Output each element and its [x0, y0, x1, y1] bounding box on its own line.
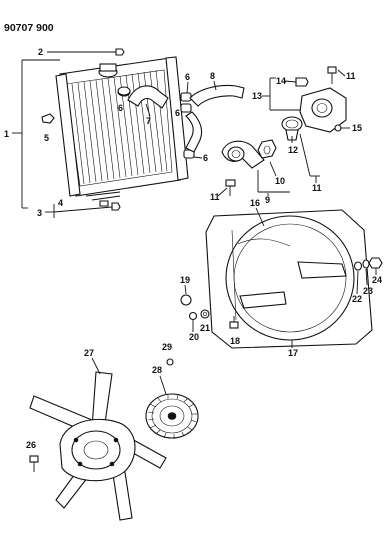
callout-6d: 6: [203, 153, 208, 163]
clutch-nut: [166, 358, 174, 366]
callout-20: 19: [180, 275, 190, 285]
callout-28: 28: [152, 365, 162, 375]
callout-26: 26: [26, 440, 36, 450]
callout-11: 11: [210, 192, 220, 202]
temperature-sensor: [295, 77, 309, 87]
callout-21: 20: [189, 332, 199, 342]
callout-8: 8: [210, 71, 215, 81]
callout-23: 22: [352, 294, 362, 304]
grommet: [200, 309, 210, 319]
fan-clutch: [145, 393, 199, 439]
callout-29: 29: [162, 342, 172, 352]
callout-10: 10: [275, 176, 285, 186]
drain-plug: [41, 113, 55, 124]
callout-19: 18: [230, 336, 240, 346]
callout-15: 14: [276, 76, 286, 86]
callout-16: 15: [352, 123, 362, 133]
callout-13: 12: [288, 145, 298, 155]
nut-25: [368, 257, 383, 269]
bolt: [225, 179, 236, 196]
bolt-top: [327, 66, 337, 84]
callout-4: 4: [58, 198, 63, 208]
fan-shroud: [205, 209, 373, 349]
water-outlet: [221, 140, 265, 169]
thermostat-housing: [299, 87, 347, 133]
lower-hose: [185, 111, 203, 153]
callout-22: 21: [200, 323, 210, 333]
callout-6c: 6: [175, 108, 180, 118]
radiator-hose: [189, 84, 245, 107]
gasket: [257, 139, 277, 159]
callout-6b: 6: [185, 72, 190, 82]
nut: [180, 294, 192, 306]
callout-1: 1: [4, 129, 9, 139]
callout-24: 23: [363, 286, 373, 296]
callout-17: 16: [250, 198, 260, 208]
callout-6: 6: [118, 103, 123, 113]
callout-11b: 11: [346, 71, 356, 81]
callout-18: 17: [288, 348, 298, 358]
callout-12: 11: [312, 183, 322, 193]
callout-7: 7: [146, 116, 151, 126]
fan: [29, 371, 167, 521]
callout-3: 3: [37, 208, 42, 218]
callout-5: 5: [44, 133, 49, 143]
washer: [188, 311, 198, 321]
thermostat: [281, 116, 303, 141]
callout-25: 24: [372, 275, 382, 285]
fan-bolt: [29, 455, 39, 472]
shroud-bolt: [229, 316, 239, 329]
callout-2: 2: [38, 47, 43, 57]
diagram-code: 90707 900: [4, 22, 54, 34]
upper-hose: [127, 85, 169, 109]
callout-9: 9: [265, 195, 270, 205]
hose-clamp: [117, 86, 195, 159]
radiator: [12, 56, 189, 209]
washer-23: [353, 261, 363, 271]
washer-24: [362, 259, 370, 269]
callout-14: 13: [252, 91, 262, 101]
callout-27: 27: [84, 348, 94, 358]
